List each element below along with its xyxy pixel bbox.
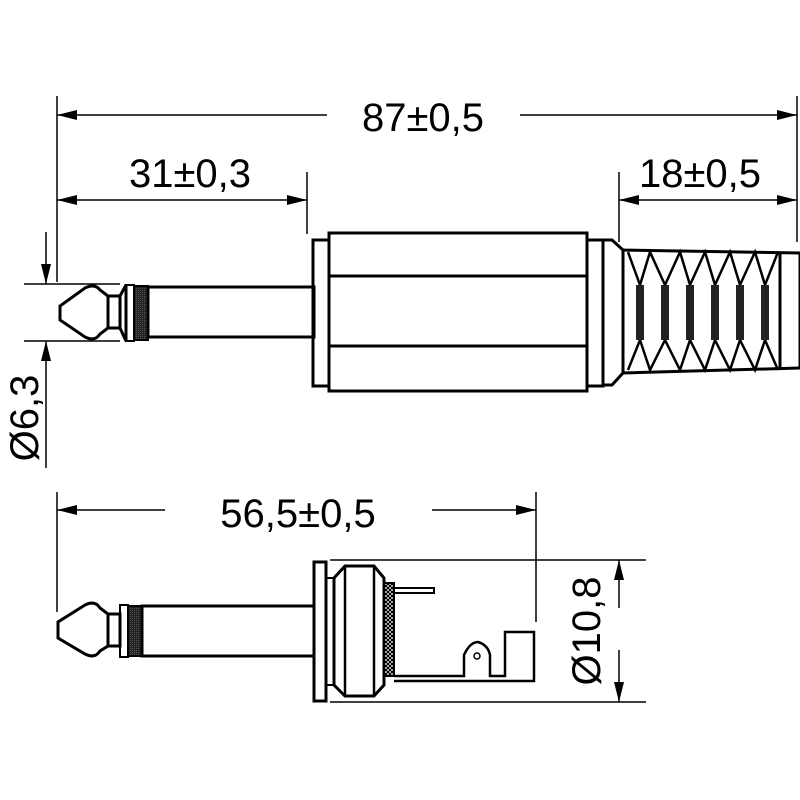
strain-relief (601, 238, 800, 387)
bottom-view: 56,5±0,5 Ø10,8 (56, 492, 646, 703)
top-view: 87±0,5 31±0,3 18±0,5 Ø6,3 (3, 96, 800, 468)
housing (311, 231, 605, 393)
plug-sleeve (146, 285, 316, 339)
open-plug-tip (56, 601, 143, 658)
plug-tip (58, 284, 149, 342)
ground-solder-tab (394, 630, 536, 683)
dimension-tip-to-housing: 31±0,3 (57, 152, 307, 205)
dimension-overall-length: 87±0,5 (57, 96, 797, 140)
solder-hole (473, 652, 481, 660)
open-housing (312, 560, 536, 703)
dimension-open-length: 56,5±0,5 (57, 492, 536, 536)
dimension-label-plug-diameter: Ø6,3 (3, 375, 47, 462)
dimension-plug-diameter: Ø6,3 (3, 232, 120, 468)
dimension-label-body-diameter: Ø10,8 (565, 577, 609, 686)
dimension-label-strain-relief: 18±0,5 (639, 152, 761, 196)
open-plug-sleeve (140, 604, 316, 658)
tip-contact-lug (393, 587, 435, 594)
dimension-label-tip: 31±0,3 (129, 152, 251, 196)
dimension-label-overall: 87±0,5 (362, 96, 484, 140)
dimension-strain-relief: 18±0,5 (619, 152, 797, 205)
dimension-body-diameter: Ø10,8 (330, 559, 646, 703)
dimension-label-open: 56,5±0,5 (220, 492, 375, 536)
